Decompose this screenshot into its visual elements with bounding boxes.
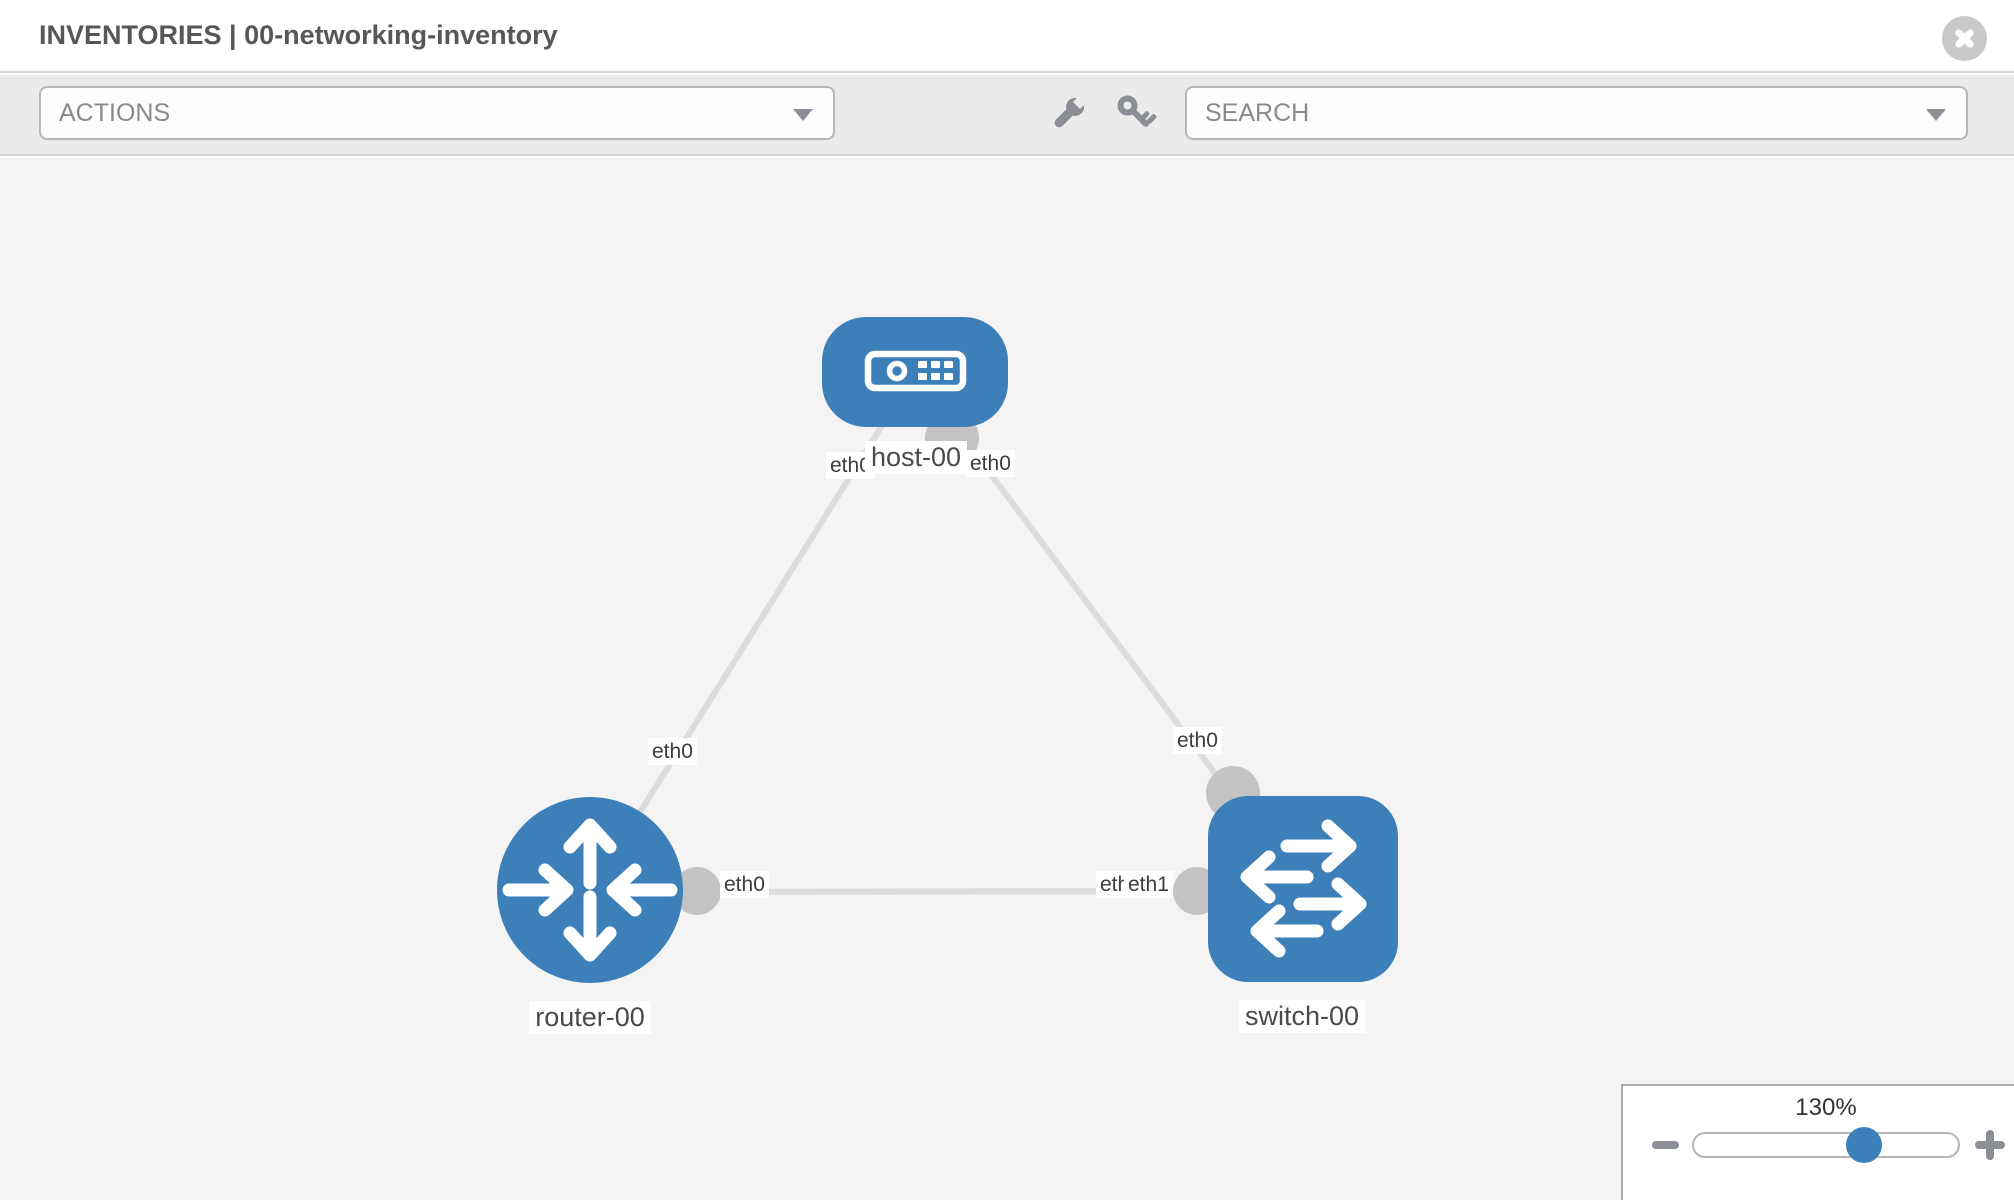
iface-label: eth0 [648, 738, 697, 765]
router-icon [502, 818, 678, 962]
node-label-host: host-00 [864, 441, 968, 474]
chevron-down-icon [793, 109, 813, 121]
iface-label: eth1 [1124, 871, 1173, 898]
key-icon [1117, 95, 1157, 127]
zoom-panel: 130% [1621, 1084, 2014, 1200]
node-switch-00[interactable] [1208, 796, 1398, 982]
page-title: INVENTORIES | 00-networking-inventory [39, 20, 558, 50]
iface-label: eth0 [1173, 727, 1222, 754]
tools-button[interactable] [1046, 92, 1090, 136]
actions-dropdown[interactable]: ACTIONS [39, 86, 835, 140]
switch-icon [1240, 819, 1367, 958]
node-label-switch: switch-00 [1238, 1000, 1366, 1033]
zoom-level: 130% [1795, 1094, 1857, 1121]
node-router-00[interactable] [497, 797, 683, 983]
zoom-slider[interactable] [1692, 1127, 1960, 1163]
zoom-in-button[interactable] [1973, 1128, 2007, 1162]
chevron-down-icon [1926, 109, 1946, 121]
iface-label: eth0 [720, 871, 769, 898]
iface-label: eth0 [966, 450, 1015, 477]
search-dropdown[interactable]: SEARCH [1185, 86, 1968, 140]
actions-dropdown-label: ACTIONS [59, 99, 171, 127]
zoom-out-button[interactable] [1652, 1141, 1679, 1149]
wrench-icon [1054, 94, 1088, 128]
header-bar: INVENTORIES | 00-networking-inventory [0, 0, 2014, 73]
zoom-slider-thumb[interactable] [1846, 1127, 1882, 1163]
server-icon [864, 350, 967, 392]
links-layer [587, 371, 1306, 915]
key-button[interactable] [1114, 92, 1158, 136]
search-placeholder: SEARCH [1205, 99, 1310, 127]
port-router-right [673, 867, 721, 915]
plus-icon [1986, 1130, 1994, 1160]
node-host-00[interactable] [822, 317, 1008, 427]
toolbar: ACTIONS [0, 75, 2014, 156]
close-button[interactable] [1942, 16, 1987, 61]
node-label-router: router-00 [529, 1001, 651, 1034]
topology-canvas[interactable]: eth0 eth0 eth0 eth0 eth0 eth0 eth1 host-… [0, 158, 2014, 1200]
